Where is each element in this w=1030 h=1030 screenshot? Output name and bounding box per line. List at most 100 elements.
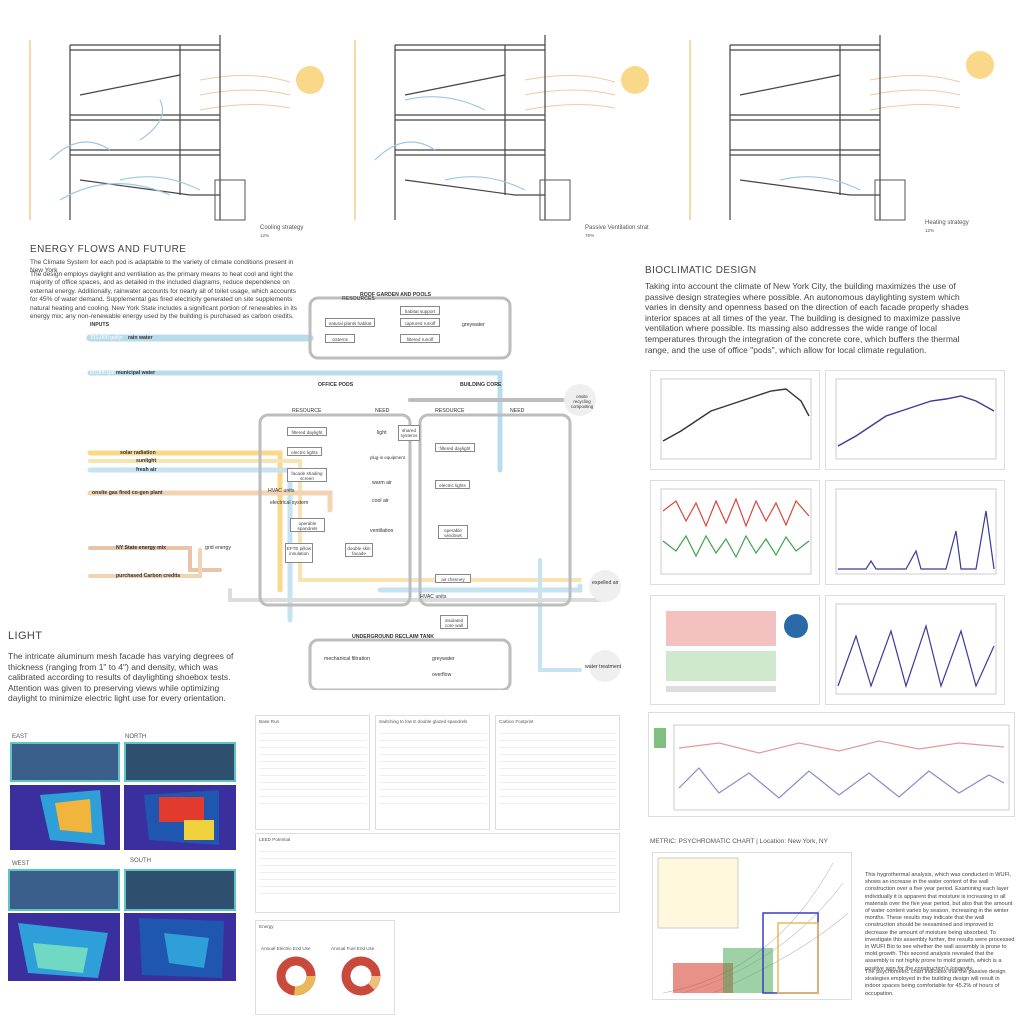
heating-pct: 12% (925, 228, 935, 233)
mech-label: mechanical filtration (324, 656, 370, 662)
electric-lights-box: electric lights (287, 447, 322, 456)
south-heatmap (124, 913, 236, 981)
passive-pct: 76% (585, 233, 595, 238)
plug-label: plug-in equipment (370, 455, 405, 460)
core-resource: RESOURCE (435, 408, 465, 414)
bio-body: Taking into account the climate of New Y… (645, 281, 969, 355)
chart-spikes (825, 480, 1005, 585)
office-resource: RESOURCE (292, 408, 322, 414)
west-facade (8, 869, 120, 911)
energy-intro: The Climate System for each pod is adapt… (30, 259, 294, 275)
core-label: BUILDING CORE (460, 382, 502, 388)
sunlight-label: sunlight (136, 458, 157, 464)
captured-box: captured runoff (400, 318, 440, 327)
energy-body: The design employs daylight and ventilat… (30, 271, 298, 321)
passive-title: Passive Ventilation strat (585, 225, 649, 231)
hvac-label: HVAC units (268, 488, 295, 494)
cooling-pct: 12% (260, 233, 270, 238)
chart-wave (825, 595, 1005, 705)
light-body: The intricate aluminum mesh facade has v… (8, 651, 234, 704)
operable-windows-box: operable windows (438, 525, 468, 539)
filtered-runoff-box: filtered runoff (400, 334, 440, 343)
heating-title: Heating strategy (925, 220, 969, 226)
section-diagram-heating: Heating strategy 12% (680, 20, 1010, 240)
south-label: SOUTH (130, 858, 151, 864)
expelled-label: expelled air (592, 580, 619, 586)
ventilation-label: ventilation (370, 528, 394, 534)
greywater-label: greywater (462, 322, 485, 328)
west-heatmap (8, 913, 120, 981)
east-facade (10, 742, 120, 782)
base-run-title: Base Run (259, 719, 280, 724)
section-diagram-cooling: Cooling strategy 12% (20, 20, 330, 240)
solar-label: solar radiation (120, 450, 156, 456)
chart-temp-1 (650, 370, 820, 470)
switch-title: Switching to low E double glazed spandre… (379, 719, 468, 724)
chart-hygrothermal (648, 712, 1015, 817)
efte-box: EFTE pillow insulation (285, 543, 313, 563)
office-need: NEED (375, 408, 390, 414)
chart-rh (650, 480, 820, 585)
report-energy: Energy Annual Electric End Use Annual Fu… (255, 920, 395, 1015)
report-base-run: Base Run (255, 715, 370, 830)
rain-qty: 312,000 gal/yr (90, 335, 123, 341)
rain-label: rain water (128, 335, 153, 341)
east-label: EAST (12, 734, 28, 740)
south-facade (124, 869, 236, 911)
fresh-air-label: fresh air (136, 467, 157, 473)
gas-label: onsite gas fired co-gen plant (92, 490, 163, 496)
energy-flow-diagram: INPUTS 312,000 gal/yr rain water 80,000 … (80, 290, 630, 690)
elec-title: Annual Electric End Use (261, 946, 311, 951)
report-leed: LEED Potential (255, 833, 620, 913)
electrical-label: electrical system (270, 500, 309, 506)
core-hvac-label: HVAC units (420, 594, 447, 600)
warm-label: warm air (372, 480, 392, 486)
carbon-title: Carbon Footprint (499, 719, 534, 724)
report-switch: Switching to low E double glazed spandre… (375, 715, 490, 830)
psych-p1: This hygrothermal analysis, which was co… (865, 872, 1015, 972)
light-label: light (377, 430, 387, 436)
shared-box: shared systems (398, 425, 420, 441)
core-daylight-box: filtered daylight (435, 443, 475, 452)
office-label: OFFICE PODS (318, 382, 354, 388)
ug-greywater-label: greywater (432, 656, 455, 662)
psych-chart (652, 852, 852, 1000)
east-heatmap (10, 785, 120, 850)
underground-label: UNDERGROUND RECLAIM TANK (352, 634, 435, 640)
north-facade (124, 742, 236, 782)
inputs-label: INPUTS (90, 322, 110, 328)
habitat-support-box: habitat support (400, 306, 440, 315)
grid-label: grid energy (205, 545, 231, 551)
psych-p2: The psychometric chart indicates that th… (865, 969, 1006, 997)
treatment-label: water treatment (585, 664, 622, 670)
roof-resources: RESOURCES (342, 296, 375, 302)
carbon-label: purchased Carbon credits (116, 573, 181, 579)
section-diagram-passive: Passive Ventilation strat 76% (345, 20, 655, 240)
chart-temp-2 (825, 370, 1005, 470)
filtered-daylight-box: filtered daylight (287, 427, 327, 436)
cool-label: cool air (372, 498, 389, 504)
ny-label: NY State energy mix (116, 545, 167, 551)
muni-qty: 80,000 gal (90, 370, 115, 376)
habitat-box: natural plants habitat (325, 318, 375, 327)
double-box: double skin facade (345, 543, 373, 557)
core-need: NEED (510, 408, 525, 414)
cooling-title: Cooling strategy (260, 225, 304, 231)
west-label: WEST (12, 861, 30, 867)
leed-title: LEED Potential (259, 837, 291, 842)
psych-title: METRIC: PSYCHROMATIC CHART | Location: N… (650, 838, 828, 845)
energy-title: ENERGY FLOWS AND FUTURE (30, 244, 187, 255)
overflow-label: overflow (432, 672, 452, 678)
air-chimney-box: air chimney (435, 574, 471, 583)
operable-box: operable spandrels (290, 518, 325, 532)
onsite-label: onsite recycling composting (570, 394, 594, 409)
muni-label: municipal water (116, 370, 156, 376)
light-title: LIGHT (8, 630, 43, 642)
roof-label: ROOF GARDEN AND POOLS (360, 292, 431, 298)
energy-report-title: Energy (259, 924, 274, 929)
core-lights-box: electric lights (435, 480, 470, 489)
cisterns-box: cisterns (325, 334, 355, 343)
insulated-box: insulated core wall (440, 615, 468, 629)
report-carbon: Carbon Footprint (495, 715, 620, 830)
chart-wufi (650, 595, 820, 705)
